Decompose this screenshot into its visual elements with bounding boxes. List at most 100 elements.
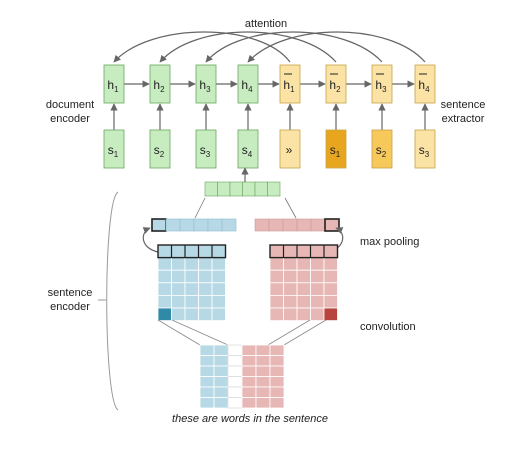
feature-map-blue-cell: [211, 307, 226, 322]
word-matrix-cell: [213, 344, 229, 356]
sentence-extractor-label-line1: sentence: [441, 99, 486, 111]
encoder-state-4-label: h4: [241, 78, 253, 94]
feature-map-blue-cell: [211, 282, 226, 296]
feature-map-red-cell: [283, 294, 298, 309]
word-matrix-cell: [227, 344, 243, 356]
feature-map-red-cell: [269, 269, 284, 284]
feature-map-red-cell: [283, 269, 298, 284]
word-matrix-cell: [199, 344, 215, 356]
attention-arc-3: [205, 31, 383, 63]
sentence-vector-cell: [204, 181, 218, 197]
feature-map-blue-cell: [198, 294, 213, 309]
sentence-vector: [204, 181, 281, 197]
feature-map-red: [269, 244, 339, 322]
extractor-input-2: s1: [325, 129, 347, 169]
feature-map-red-cell: [296, 294, 311, 309]
feature-map-blue-cell: [211, 244, 226, 259]
sentence-extractor-label-line2: extractor: [442, 113, 485, 125]
feature-map-red-cell: [323, 294, 338, 309]
word-matrix-cell: [227, 397, 243, 409]
sentence-encoder-bracket: [106, 191, 119, 411]
extractor-state-1: h1: [279, 64, 301, 104]
feature-map-blue-cell: [184, 294, 199, 309]
word-matrix-cell: [269, 386, 285, 398]
word-matrix-cell: [213, 397, 229, 409]
feature-map-blue-cell: [157, 244, 172, 259]
word-matrix-cell: [241, 376, 257, 388]
encoder-input-2: s2: [149, 129, 171, 169]
word-matrix-cell: [241, 344, 257, 356]
word-matrix-cell: [199, 355, 215, 367]
pooled-blue-cell: [179, 218, 195, 232]
feature-map-red-cell: [283, 244, 298, 259]
word-matrix-cell: [269, 397, 285, 409]
encoder-input-3: s3: [195, 129, 217, 169]
feature-map-red-cell: [323, 269, 338, 284]
input-arrows: [110, 103, 429, 130]
extractor-input-3: s2: [371, 129, 393, 169]
pooled-red-cell: [310, 218, 326, 232]
encoder-state-2-label: h2: [153, 78, 165, 94]
feature-map-red-cell: [269, 307, 284, 322]
word-matrix-cell: [269, 365, 285, 377]
sentence-vector-cell: [267, 181, 281, 197]
feature-map-blue-cell: [157, 307, 172, 322]
feature-map-red-cell: [310, 282, 325, 296]
pooling-merge-lines: [194, 197, 297, 219]
encoder-state-4: h4: [237, 64, 259, 104]
pooled-red-cell: [282, 218, 298, 232]
encoder-input-1: s1: [103, 129, 125, 169]
word-matrix-cell: [241, 365, 257, 377]
word-matrix-cell: [269, 355, 285, 367]
encoder-input-4-label: s4: [242, 143, 253, 159]
feature-map-blue-cell: [198, 269, 213, 284]
attention-label: attention: [245, 18, 287, 30]
feature-map-red-cell: [269, 244, 284, 259]
feature-map-blue-cell: [171, 269, 186, 284]
attention-arc-1: [113, 31, 291, 63]
feature-map-blue-cell: [171, 257, 186, 271]
feature-map-blue-cell: [171, 307, 186, 322]
feature-map-red-cell: [310, 269, 325, 284]
word-matrix-cell: [213, 365, 229, 377]
feature-map-blue-cell: [157, 294, 172, 309]
blue-pooling-arrow: [142, 227, 159, 253]
word-matrix-cell: [255, 386, 271, 398]
feature-map-red-cell: [269, 282, 284, 296]
input-sentence-caption: these are words in the sentence: [172, 413, 328, 425]
sentence-vector-cell: [254, 181, 268, 197]
word-matrix-cell: [255, 397, 271, 409]
extractor-state-2: h2: [325, 64, 347, 104]
feature-map-red-cell: [269, 257, 284, 271]
encoder-sentence-inputs: s1 s2 s3 s4: [103, 129, 259, 169]
word-matrix-cell: [199, 386, 215, 398]
feature-map-red-cell: [296, 307, 311, 322]
extractor-input-2-label: s1: [330, 143, 341, 159]
extractor-state-1-label: h1: [283, 78, 295, 94]
pooled-blue-cell: [193, 218, 209, 232]
extractor-state-3-label: h3: [375, 78, 387, 94]
pooled-red-cell: [296, 218, 312, 232]
feature-map-blue-cell: [198, 307, 213, 322]
feature-map-blue-cell: [157, 257, 172, 271]
pooled-blue-cell: [165, 218, 181, 232]
feature-map-red-cell: [269, 294, 284, 309]
encoder-state-1-label: h1: [107, 78, 119, 94]
max-pooling-label: max pooling: [360, 236, 419, 248]
convolution-label: convolution: [360, 321, 416, 333]
encoder-input-1-label: s1: [108, 143, 119, 159]
word-matrix-cell: [255, 355, 271, 367]
word-embedding-matrix: [199, 344, 285, 409]
word-matrix-cell: [227, 386, 243, 398]
sentence-vector-cell: [229, 181, 243, 197]
feature-map-red-cell: [296, 244, 311, 259]
word-matrix-cell: [241, 386, 257, 398]
feature-map-blue-cell: [211, 269, 226, 284]
word-matrix-cell: [241, 397, 257, 409]
feature-map-red-cell: [310, 244, 325, 259]
word-matrix-cell: [213, 355, 229, 367]
extractor-input-1-label: »: [286, 143, 293, 157]
